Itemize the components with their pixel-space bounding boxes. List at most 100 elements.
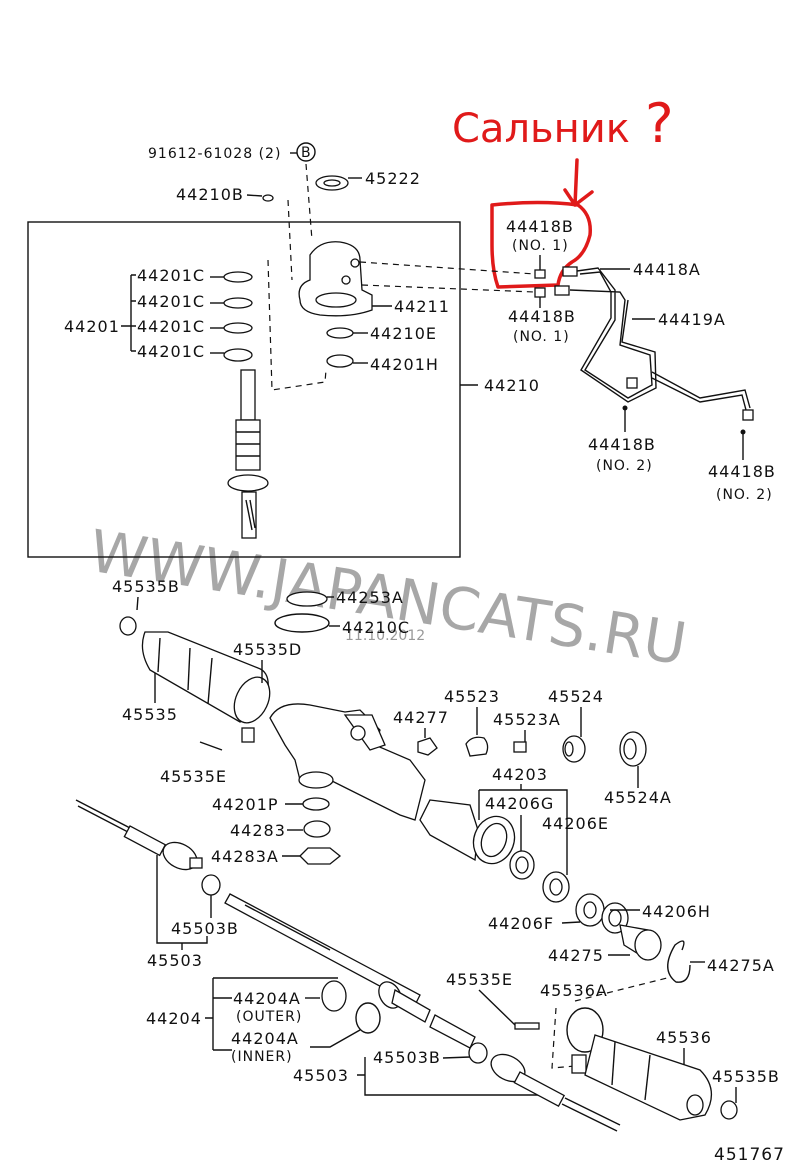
part-44275-plug	[619, 924, 662, 961]
part-45524-inner	[564, 741, 574, 757]
part-45535-boot-left	[141, 631, 271, 724]
label-45536: 45536	[656, 1028, 712, 1047]
part-45503B-washer-right	[468, 1042, 488, 1064]
part-tie-rod-left	[75, 799, 203, 871]
part-rack-housing	[241, 703, 426, 821]
label-44418B-no1-top: 44418B	[506, 217, 574, 236]
part-44253A	[286, 591, 328, 607]
label-44283: 44283	[230, 821, 286, 840]
bracket-44204	[205, 977, 338, 1051]
label-44201C-3: 44201C	[137, 317, 205, 336]
label-44201: 44201	[64, 317, 120, 336]
label-44418A: 44418A	[633, 260, 701, 279]
label-45535E-left: 45535E	[160, 767, 227, 786]
label-45536A: 45536A	[540, 981, 608, 1000]
label-45503-right: 45503	[293, 1066, 349, 1085]
part-44210C-oring	[274, 613, 330, 633]
label-44206F: 44206F	[488, 914, 554, 933]
part-45523	[465, 736, 489, 757]
label-45535D: 45535D	[233, 640, 302, 659]
part-44201C-ring	[223, 322, 253, 334]
part-44418B-no1-top	[534, 269, 546, 279]
part-45535E-bolt-right	[514, 1022, 540, 1030]
figure-reference-number: 451767	[714, 1145, 785, 1165]
part-44275A-snap-ring	[667, 940, 691, 983]
part-44283	[303, 820, 331, 838]
bracket-45503-right	[357, 1057, 545, 1096]
label-44201H: 44201H	[370, 355, 439, 374]
label-bolt-91612: 91612-61028 (2)	[148, 146, 281, 162]
label-44204: 44204	[146, 1009, 202, 1028]
dashed-guide-port-1	[359, 261, 536, 275]
leader-44204A-inner	[310, 1029, 361, 1048]
watermark-date: 11.10.2012	[345, 628, 425, 644]
label-45535B-right: 45535B	[712, 1067, 780, 1086]
part-45503B-washer-left	[201, 874, 221, 896]
label-44204A-outer: 44204A	[233, 989, 301, 1008]
label-no2-a: (NO. 2)	[596, 458, 653, 474]
bracket-44203	[478, 784, 568, 875]
label-45524: 45524	[548, 687, 604, 706]
leader-44206F	[561, 921, 581, 924]
label-44203: 44203	[492, 765, 548, 784]
part-44206F-inner	[583, 901, 597, 919]
label-44418B-no2-a: 44418B	[588, 435, 656, 454]
part-45523A-spring	[513, 741, 527, 753]
label-45535E-right: 45535E	[446, 970, 513, 989]
label-45535: 45535	[122, 705, 178, 724]
dashed-guide-inset	[267, 259, 327, 391]
callout-b-label: B	[301, 145, 312, 161]
label-44206G: 44206G	[485, 794, 554, 813]
part-44204-rack-bar	[224, 893, 476, 1049]
label-44418B-no1-bot: 44418B	[508, 307, 576, 326]
label-44275: 44275	[548, 946, 604, 965]
part-cylinder-tube	[419, 799, 516, 865]
label-outer: (OUTER)	[236, 1009, 302, 1025]
bracket-45503-left	[156, 855, 208, 950]
leader-44210B	[246, 194, 263, 197]
annotation-text: Сальник	[452, 106, 630, 152]
label-no1-bot: (NO. 1)	[513, 329, 570, 345]
callout-b-circle	[296, 142, 316, 162]
part-44204A-inner	[355, 1002, 381, 1034]
part-44201C-ring	[223, 271, 253, 283]
part-45222-inner	[323, 179, 341, 187]
dashed-guide-port-2	[361, 284, 536, 293]
label-45503B-left: 45503B	[171, 919, 239, 938]
part-45535B-clip-right	[720, 1100, 738, 1120]
dashed-guide-b	[305, 163, 313, 241]
leader-45503B-right	[442, 1056, 471, 1059]
dashed-guide-44210B	[287, 199, 293, 281]
label-44206E: 44206E	[542, 814, 609, 833]
label-45222: 45222	[365, 169, 421, 188]
label-44253A: 44253A	[336, 588, 404, 607]
label-44419A: 44419A	[658, 310, 726, 329]
part-44210B	[262, 194, 274, 202]
part-44204A-outer	[321, 980, 347, 1012]
part-44201P	[302, 797, 330, 811]
part-44206H-inner	[608, 909, 622, 927]
label-44211: 44211	[394, 297, 450, 316]
part-44201C-ring	[223, 297, 253, 309]
label-44201C-4: 44201C	[137, 342, 205, 361]
label-44204A-inner: 44204A	[231, 1029, 299, 1048]
label-45524A: 45524A	[604, 788, 672, 807]
dashed-guide-45536A	[551, 977, 668, 1069]
part-45535E-bolt-left	[199, 741, 223, 751]
leader-45535E-right	[478, 989, 516, 1026]
inset-box-44210	[27, 221, 461, 558]
part-44201C-ring	[223, 348, 253, 362]
part-45524A-inner	[623, 738, 637, 760]
label-45503B-right: 45503B	[373, 1048, 441, 1067]
label-44201C-2: 44201C	[137, 292, 205, 311]
annotation-circle	[490, 200, 592, 289]
part-44206G-inner	[515, 856, 529, 874]
label-44210E: 44210E	[370, 324, 437, 343]
leader-45535B-top	[136, 596, 139, 611]
label-45523: 45523	[444, 687, 500, 706]
label-45523A: 45523A	[493, 710, 561, 729]
part-45535B-clip-top	[119, 616, 137, 636]
part-44283A	[299, 847, 342, 865]
label-44201C-1: 44201C	[137, 266, 205, 285]
